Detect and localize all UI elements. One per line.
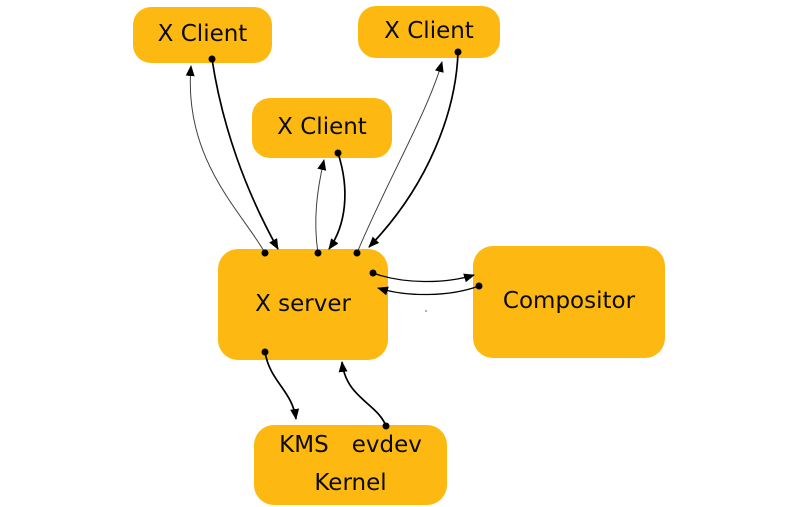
node-kernel: KMS evdev Kernel — [254, 425, 447, 505]
kernel-label: Kernel — [314, 470, 387, 496]
node-x-client-middle: X Client — [252, 98, 392, 158]
edge-xclient-middle-to-xserver — [328, 152, 346, 250]
edge-xserver-to-xclient-left — [185, 65, 266, 254]
node-x-client-middle-label: X Client — [277, 114, 367, 141]
edge-xserver-to-compositor — [372, 272, 475, 283]
node-x-client-right-label: X Client — [384, 18, 474, 45]
kernel-evdev-label: evdev — [351, 432, 422, 459]
node-x-server: X server — [218, 249, 388, 360]
kernel-name-row: Kernel — [254, 470, 447, 498]
edge-xserver-to-kernel-kms — [264, 351, 300, 420]
edge-xserver-to-xclient-middle — [315, 159, 327, 254]
edge-kernel-evdev-to-xserver — [338, 361, 387, 427]
kernel-kms-label: KMS — [279, 432, 329, 459]
node-x-client-left-label: X Client — [157, 21, 248, 48]
node-x-server-label: X server — [255, 290, 351, 317]
node-compositor: Compositor — [473, 246, 665, 358]
kernel-driver-row: KMS evdev — [254, 432, 447, 460]
edge-compositor-to-xserver — [377, 285, 480, 296]
node-x-client-left: X Client — [133, 7, 272, 63]
node-x-client-right: X Client — [358, 6, 500, 58]
node-compositor-label: Compositor — [502, 288, 636, 315]
stray-speck — [424, 309, 428, 313]
